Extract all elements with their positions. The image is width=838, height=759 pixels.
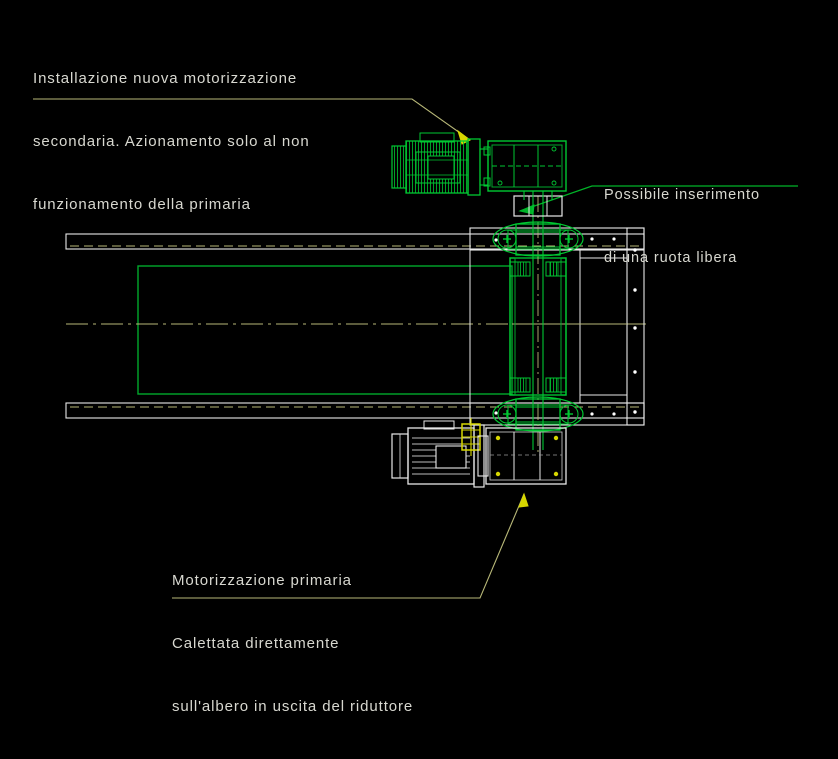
leader-primary-drive <box>172 492 529 599</box>
annotation-secondary-drive-line2: secondaria. Azionamento solo al non <box>33 133 310 150</box>
upper-motor <box>391 132 489 196</box>
vertical-shaft-assembly <box>509 196 567 452</box>
annotation-primary-drive-line1: Motorizzazione primaria <box>172 572 352 589</box>
annotation-freewheel-line2: di una ruota libera <box>604 250 738 266</box>
annotation-secondary-drive-line3: funzionamento della primaria <box>33 196 251 213</box>
shaft-coupling <box>461 418 481 456</box>
annotation-freewheel: Possibile inserimento di una ruota liber… <box>604 143 760 311</box>
lower-motor <box>391 420 485 488</box>
cad-geometry <box>33 98 798 599</box>
upper-gearbox <box>483 140 567 200</box>
drum-body <box>137 265 513 395</box>
cad-drawing-canvas: Installazione nuova motorizzazione secon… <box>33 26 798 715</box>
annotation-primary-drive-line3: sull'albero in uscita del riduttore <box>172 698 414 715</box>
freewheel-box <box>513 195 563 217</box>
mounting-frame <box>469 227 645 426</box>
annotation-primary-drive: Motorizzazione primaria Calettata dirett… <box>172 528 413 759</box>
lower-bearing-housing <box>492 396 584 432</box>
upper-bearing-housing <box>492 221 584 257</box>
annotation-secondary-drive-line1: Installazione nuova motorizzazione <box>33 70 298 87</box>
annotation-primary-drive-line2: Calettata direttamente <box>172 635 340 652</box>
annotation-freewheel-line1: Possibile inserimento <box>604 187 760 203</box>
lower-gearbox <box>477 427 567 485</box>
annotation-secondary-drive: Installazione nuova motorizzazione secon… <box>33 26 310 257</box>
